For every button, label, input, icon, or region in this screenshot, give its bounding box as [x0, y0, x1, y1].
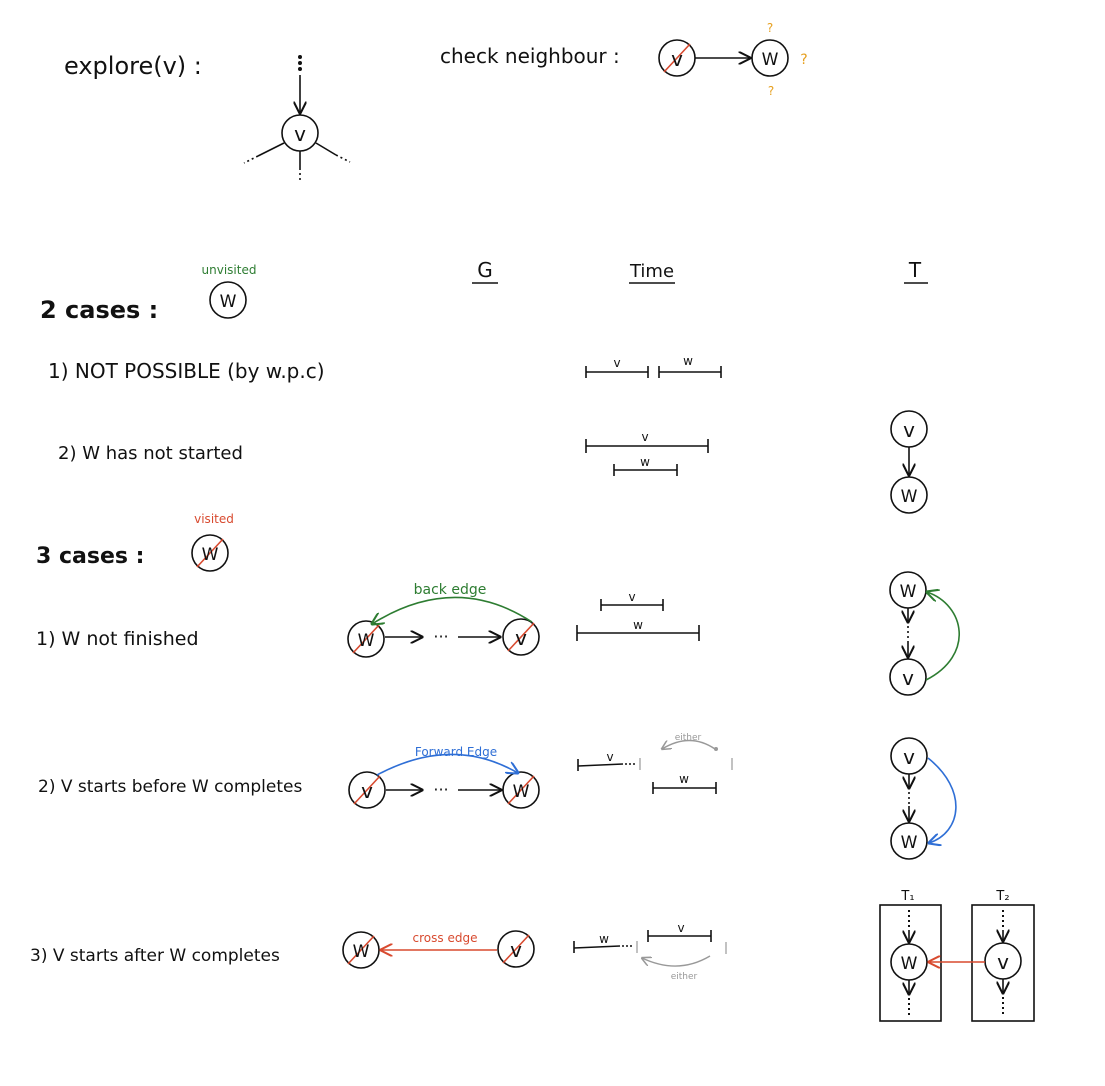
interval-label: v: [677, 921, 684, 935]
node-label: W: [901, 487, 918, 507]
node-label: W: [513, 782, 530, 802]
node-label: W: [353, 942, 370, 962]
timeline-visited-2: v either w: [577, 733, 733, 794]
visited-case-3: 3) V starts after W completes: [30, 946, 280, 966]
tree-visited-2: v W: [890, 737, 957, 860]
forward-edge-arrow: [376, 753, 518, 776]
either-label: either: [671, 972, 698, 982]
timeline-visited-3: w v either: [573, 921, 727, 982]
column-g: G: [477, 258, 493, 282]
node-label: W: [900, 582, 917, 602]
interval-label: w: [683, 354, 693, 368]
node-w-unvisited: [209, 281, 247, 319]
node-label: W: [762, 50, 779, 70]
node-label: W: [358, 631, 375, 651]
visited-case-1: 1) W not finished: [36, 628, 199, 650]
node-label: v: [515, 626, 527, 650]
visited-section: 3 cases : visited W 1) W not finished W …: [30, 512, 1035, 1022]
node-label: v: [671, 47, 683, 71]
back-edge-arrow: [372, 596, 533, 624]
graph-case-3: W v cross edge: [342, 930, 535, 969]
interval-label: v: [613, 356, 620, 370]
visited-tag: visited: [194, 512, 234, 526]
tree-t1-box: [879, 904, 942, 1022]
interval-label: v: [641, 430, 648, 444]
unvisited-case-2: 2) W has not started: [58, 443, 243, 464]
unvisited-case-1: 1) NOT POSSIBLE (by w.p.c): [48, 359, 325, 383]
question-mark: ?: [767, 21, 773, 35]
interval-label: w: [640, 455, 650, 469]
unvisited-section: 2 cases : unvisited W 1) NOT POSSIBLE (b…: [40, 263, 928, 514]
visited-case-2: 2) V starts before W completes: [38, 777, 302, 797]
three-cases-heading: 3 cases :: [36, 544, 144, 569]
interval-label: v: [628, 590, 635, 604]
node-label: v: [903, 418, 915, 442]
check-neighbour-label: check neighbour :: [440, 44, 620, 68]
node-label: v: [361, 779, 373, 803]
node-label: v: [510, 938, 522, 962]
two-cases-heading: 2 cases :: [40, 296, 158, 324]
interval-label: w: [679, 772, 689, 786]
tree-forward-edge: [928, 757, 957, 843]
timeline-unvisited-1: v w: [585, 354, 722, 378]
either-arrow: [662, 739, 716, 750]
tree-unvisited-2: v W: [890, 410, 928, 514]
tree-visited-3: T₁ W T₂ v: [879, 889, 1035, 1022]
timeline-visited-1: v w: [576, 590, 700, 641]
node-label: W: [901, 954, 918, 974]
node-label: W: [901, 833, 918, 853]
graph-case-1: W ··· v back edge: [347, 582, 540, 658]
node-label: v: [294, 122, 306, 146]
path-ellipsis: ···: [433, 780, 448, 799]
node-label: W: [202, 545, 219, 565]
column-headers: G Time T: [472, 258, 928, 284]
tree-t2-box: [971, 904, 1035, 1022]
node-label: v: [903, 745, 915, 769]
explore-label: explore(v) :: [64, 52, 202, 80]
tree-t1-label: T₁: [900, 889, 914, 904]
question-mark: ?: [768, 84, 774, 98]
column-time: Time: [629, 261, 674, 282]
either-label: either: [675, 733, 702, 743]
explore-section: explore(v) : v: [64, 52, 351, 182]
back-edge-label: back edge: [414, 582, 487, 598]
check-neighbour-section: check neighbour : v W ? ? ?: [440, 21, 808, 98]
node-label: v: [997, 950, 1009, 974]
forward-edge-label: Forward Edge: [415, 745, 497, 759]
either-arrow: [642, 955, 711, 967]
visited-strike: [663, 43, 691, 73]
interval-label: v: [606, 750, 613, 764]
timeline-unvisited-2: v w: [585, 430, 709, 476]
tree-t2-label: T₂: [995, 889, 1009, 904]
interval-label: w: [633, 618, 643, 632]
tree-visited-1: W v: [889, 571, 960, 696]
unvisited-tag: unvisited: [202, 263, 257, 277]
node-label: W: [220, 292, 237, 312]
graph-case-2: v ··· W Forward Edge: [348, 745, 540, 809]
path-ellipsis: ···: [433, 627, 448, 646]
node-w-check: [751, 39, 789, 77]
node-w-visited: [191, 534, 229, 572]
cross-edge-label: cross edge: [413, 931, 478, 945]
interval-label: w: [599, 932, 609, 946]
column-t: T: [908, 258, 922, 282]
question-mark: ?: [800, 52, 807, 68]
tree-back-edge: [926, 592, 960, 681]
node-label: v: [902, 666, 914, 690]
